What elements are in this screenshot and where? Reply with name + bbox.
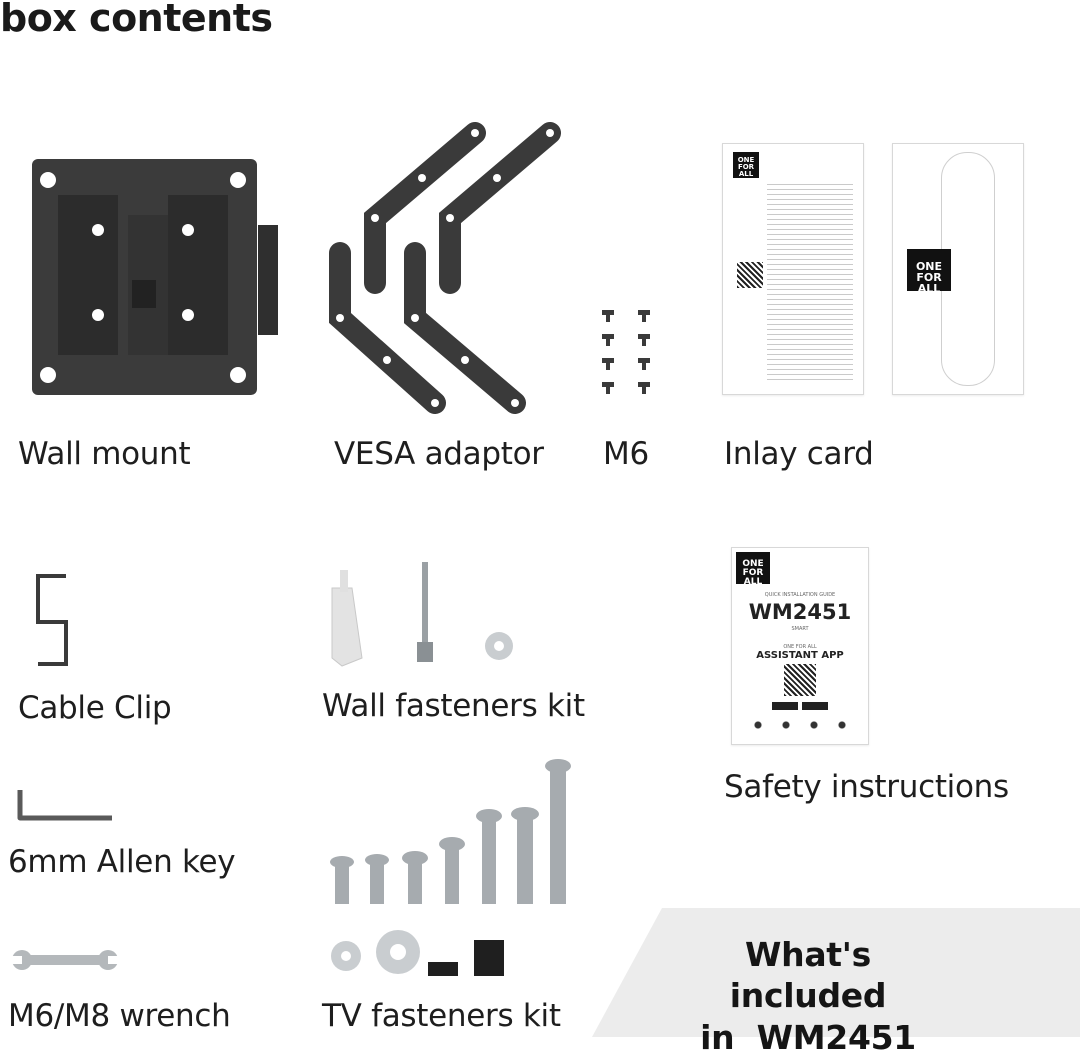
card-app-line1: ONE FOR ALL: [783, 644, 817, 650]
card-subtitle: QUICK INSTALLATION GUIDE: [764, 592, 836, 598]
label-wrench: M6/M8 wrench: [8, 998, 231, 1034]
label-m6: M6: [603, 436, 649, 472]
label-inlay-card: Inlay card: [724, 436, 874, 472]
card-variant: SMART: [791, 626, 809, 632]
label-safety: Safety instructions: [724, 769, 1009, 805]
wall-mount-image: [32, 159, 278, 395]
banner-background: [592, 908, 1080, 1037]
banner-line2: in WM2451: [700, 1017, 916, 1057]
vesa-adaptor-image: [329, 122, 561, 414]
qr-code-icon: [784, 664, 816, 696]
label-wall-fasteners: Wall fasteners kit: [322, 688, 585, 724]
label-cable-clip: Cable Clip: [18, 690, 172, 726]
page-title: box contents: [0, 0, 273, 40]
banner-line1: What's included: [729, 935, 887, 1016]
card-app-line2: ASSISTANT APP: [756, 650, 844, 661]
qr-code-icon: [737, 262, 763, 288]
store-badges: [772, 702, 828, 710]
wall-fasteners-image: [331, 562, 513, 667]
tv-fasteners-image: [330, 759, 571, 976]
label-vesa-adaptor: VESA adaptor: [334, 436, 544, 472]
banner-text: What's included in WM2451: [668, 934, 948, 1058]
label-wall-mount: Wall mount: [18, 436, 191, 472]
social-icons: [744, 720, 856, 730]
allen-key-image: [17, 790, 112, 821]
text-block: [767, 184, 853, 384]
label-allen-key: 6mm Allen key: [8, 844, 236, 880]
cable-clip-image: [36, 574, 68, 666]
card-model: WM2451: [748, 600, 852, 624]
m6-screws-image: [602, 310, 650, 394]
label-tv-fasteners: TV fasteners kit: [322, 998, 561, 1034]
wrench-image: [12, 950, 118, 970]
